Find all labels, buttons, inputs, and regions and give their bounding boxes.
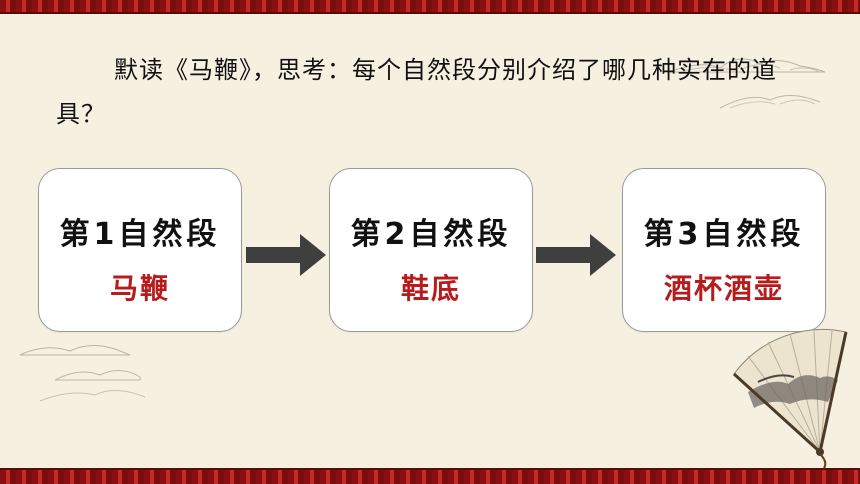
paragraph-card-2: 第2自然段 鞋底 <box>329 168 533 332</box>
card-item: 马鞭 <box>109 272 170 305</box>
arrow-right-icon <box>536 234 616 276</box>
paragraph-card-3: 第3自然段 酒杯酒壶 <box>622 168 826 332</box>
folding-fan-decoration <box>732 328 848 468</box>
card-title: 第3自然段 <box>643 217 805 252</box>
top-border <box>0 0 860 14</box>
card-item: 酒杯酒壶 <box>663 272 784 305</box>
mountain-decoration-bottom-left <box>19 345 146 402</box>
card-title: 第2自然段 <box>350 217 512 252</box>
card-title: 第1自然段 <box>59 217 221 252</box>
question-text: 默读《马鞭》，思考：每个自然段分别介绍了哪几种实在的道具？ <box>56 56 777 128</box>
bottom-border <box>0 468 860 484</box>
arrow-right-icon <box>246 234 326 276</box>
paragraph-card-1: 第1自然段 马鞭 <box>38 168 242 332</box>
mountain-decoration-top-right <box>669 58 826 109</box>
card-item: 鞋底 <box>400 272 461 305</box>
